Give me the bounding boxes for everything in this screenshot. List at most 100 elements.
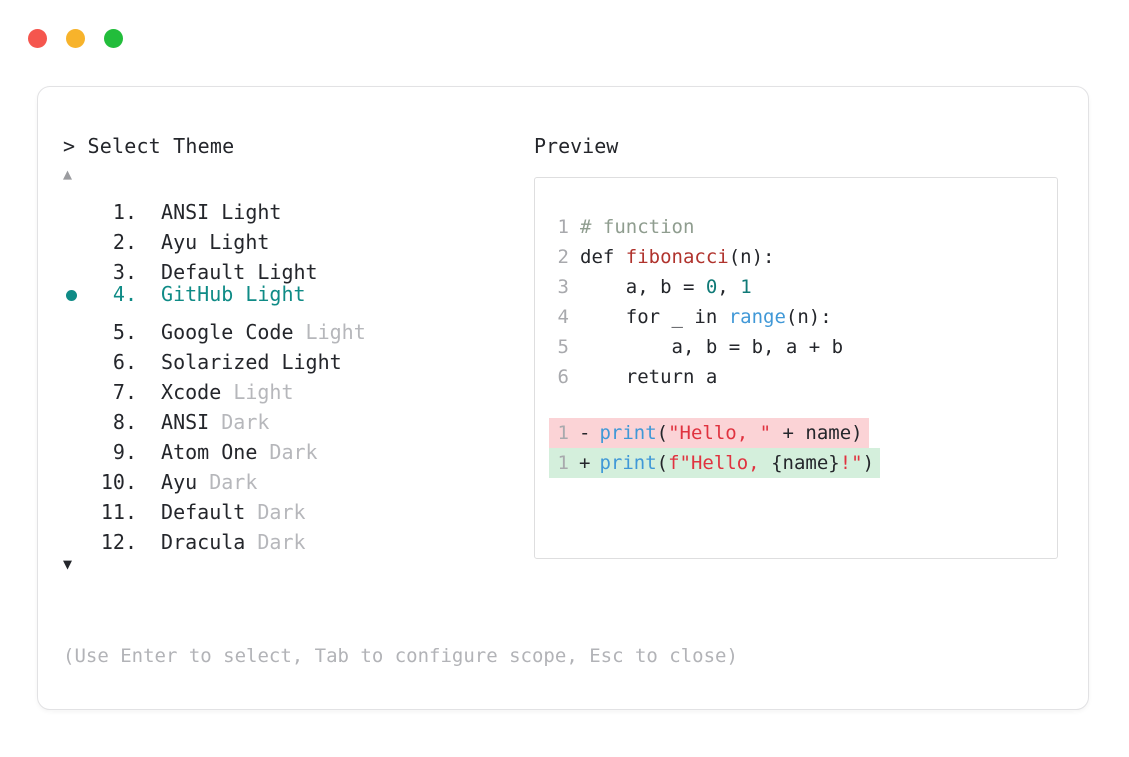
preview-title: Preview: [534, 134, 619, 158]
theme-item-number: 9.: [112, 440, 137, 464]
code-token-builtin: range: [728, 306, 786, 328]
code-line-number: 6: [557, 366, 569, 388]
theme-item-spacer: [137, 347, 161, 377]
selection-bullet-slot: [63, 429, 93, 459]
theme-item-name-gap: [269, 347, 281, 377]
code-token-builtin: print: [599, 452, 657, 474]
code-line-text: for _ in range(n):: [580, 302, 832, 332]
theme-item-name: Ayu: [161, 470, 198, 494]
theme-item-name-gap: [257, 437, 269, 467]
theme-list-item[interactable]: 1. ANSI Light: [63, 189, 533, 224]
theme-list-item[interactable]: 3. Default Light: [63, 249, 533, 284]
selection-bullet-slot: [63, 219, 93, 249]
code-line-text: return a: [580, 362, 718, 392]
theme-item-variant: Light: [281, 350, 342, 374]
theme-item-spacer: [137, 279, 161, 309]
diff-sample: 1-print("Hello, " + name)1+print(f"Hello…: [535, 418, 1057, 478]
theme-list-item[interactable]: 11. Default Dark: [63, 489, 533, 524]
theme-item-name-gap: [197, 227, 209, 257]
theme-item-name-gap: [221, 377, 233, 407]
theme-item-name: Default: [161, 500, 246, 524]
theme-item-name-gap: [294, 317, 306, 347]
code-line-text: a, b = b, a + b: [580, 332, 844, 362]
keyboard-hint: (Use Enter to select, Tab to configure s…: [63, 645, 738, 667]
code-token-plain: a, b = b, a + b: [580, 336, 844, 358]
theme-list-item[interactable]: 9. Atom One Dark: [63, 429, 533, 464]
selection-bullet-slot: [63, 459, 93, 489]
theme-list-item[interactable]: 6. Solarized Light: [63, 339, 533, 374]
code-token-num: 1: [740, 276, 752, 298]
theme-item-name: ANSI: [161, 200, 210, 224]
code-token-plain: def: [580, 246, 626, 268]
theme-item-name: Ayu: [161, 230, 198, 254]
theme-item-name-gap: [209, 197, 221, 227]
scroll-up-icon[interactable]: ▲: [63, 165, 73, 183]
theme-item-name: Default: [161, 260, 246, 284]
theme-list-item[interactable]: 12. Dracula Dark: [63, 519, 533, 554]
minimize-window-button[interactable]: [66, 29, 85, 48]
theme-item-name-gap: [245, 497, 257, 527]
theme-item-name-gap: [233, 279, 245, 309]
code-line: 6 return a: [549, 362, 1057, 392]
diff-line-number: 1: [557, 422, 569, 444]
code-token-plain: return a: [580, 366, 718, 388]
scroll-down-icon[interactable]: ▼: [63, 555, 73, 573]
theme-list-item[interactable]: 5. Google Code Light: [63, 309, 533, 344]
selection-bullet-slot: [63, 249, 93, 279]
selection-bullet-slot: [63, 309, 93, 339]
code-token-string: !": [839, 452, 863, 474]
maximize-window-button[interactable]: [104, 29, 123, 48]
theme-list-item[interactable]: 4. GitHub Light: [63, 279, 533, 309]
close-window-button[interactable]: [28, 29, 47, 48]
theme-item-name-gap: [209, 407, 221, 437]
code-token-plain: (: [656, 452, 669, 474]
code-token-comment: # function: [580, 216, 695, 238]
diff-line-number: 1: [557, 452, 569, 474]
theme-item-spacer: [137, 497, 161, 527]
theme-item-name: ANSI: [161, 410, 210, 434]
theme-item-variant: Light: [245, 282, 306, 306]
theme-list-item[interactable]: 10. Ayu Dark: [63, 459, 533, 494]
code-token-plain: a, b =: [580, 276, 706, 298]
theme-item-number: 1.: [112, 200, 137, 224]
theme-list-item[interactable]: 7. Xcode Light: [63, 369, 533, 404]
diff-sign: +: [579, 452, 591, 474]
selected-bullet-icon: [66, 290, 77, 301]
code-token-plain: for _ in: [580, 306, 729, 328]
theme-item-spacer: [137, 407, 161, 437]
theme-item-number: 10.: [100, 470, 137, 494]
theme-item-name-gap: [245, 527, 257, 557]
theme-item-number: 8.: [112, 410, 137, 434]
diff-line-removed: 1-print("Hello, " + name): [549, 418, 869, 448]
code-token-num: 0: [705, 276, 718, 298]
window-traffic-lights: [28, 29, 123, 48]
theme-item-number: 5.: [112, 320, 137, 344]
theme-item-spacer: [137, 437, 161, 467]
theme-item-variant: Light: [209, 230, 270, 254]
code-line-text: # function: [580, 212, 694, 242]
theme-item-name-gap: [197, 467, 209, 497]
theme-item-name: Atom One: [161, 440, 258, 464]
theme-item-name: GitHub: [161, 282, 234, 306]
theme-list-item[interactable]: 8. ANSI Dark: [63, 399, 533, 434]
code-line: 4 for _ in range(n):: [549, 302, 1057, 332]
theme-item-variant: Light: [221, 200, 282, 224]
theme-item-number: 7.: [112, 380, 137, 404]
selection-bullet-slot: [63, 339, 93, 369]
code-line-number: 2: [557, 246, 569, 268]
theme-item-variant: Dark: [221, 410, 270, 434]
selection-bullet-slot: [63, 519, 93, 549]
selection-bullet-slot: [63, 189, 93, 219]
code-line: 3 a, b = 0, 1: [549, 272, 1057, 302]
code-token-string: f"Hello,: [668, 452, 772, 474]
code-token-plain: (n):: [785, 306, 832, 328]
theme-item-variant: Dark: [257, 500, 306, 524]
diff-sign: -: [579, 422, 591, 444]
code-line-number: 1: [557, 216, 569, 238]
theme-list-item[interactable]: 2. Ayu Light: [63, 219, 533, 254]
